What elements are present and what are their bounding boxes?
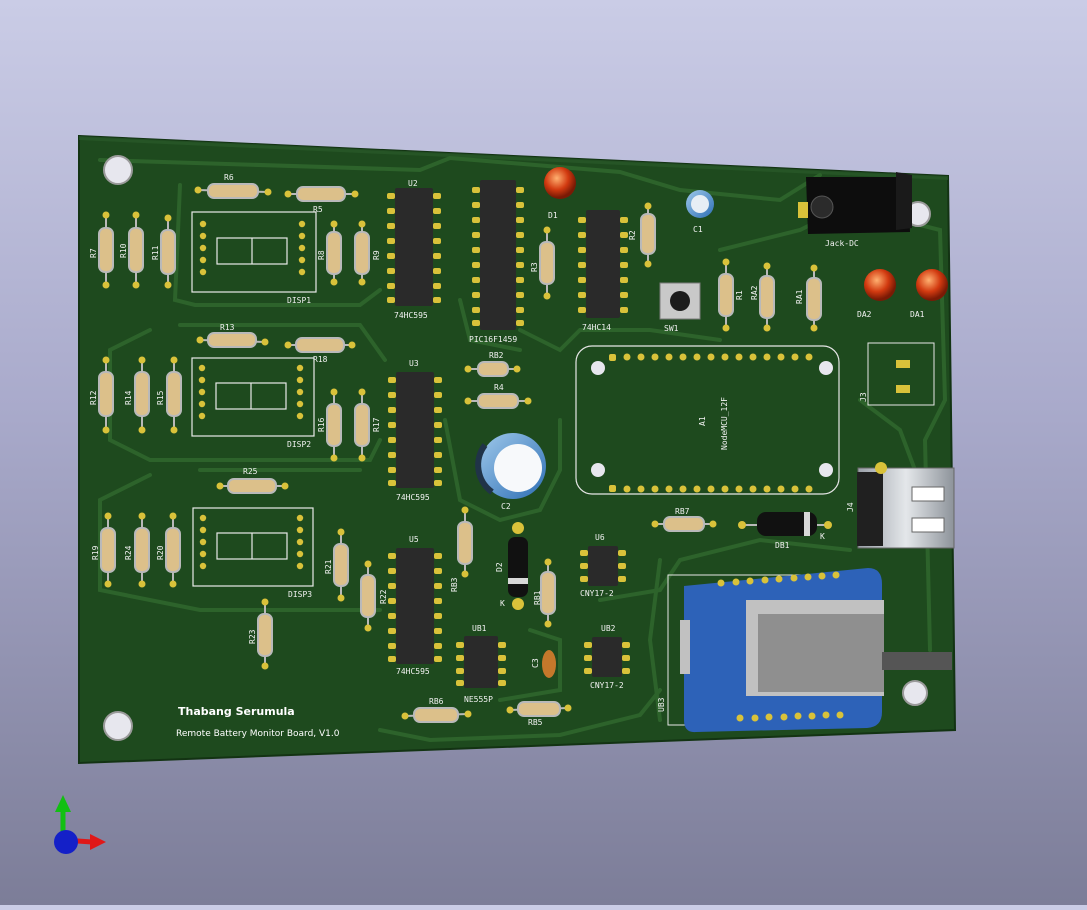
usb-connector-j4 [857, 462, 955, 549]
board-title: Remote Battery Monitor Board, V1.0 [176, 729, 340, 739]
pushbutton-sw1 [659, 282, 701, 320]
label-r6: R6 [224, 173, 234, 182]
ic-pins [387, 187, 630, 686]
label-r1: R1 [735, 290, 744, 300]
label-ra1: RA1 [795, 289, 804, 304]
label-r10: R10 [119, 243, 128, 258]
label-r8: R8 [317, 250, 326, 260]
resistors [98, 183, 822, 723]
dip-ics [395, 180, 622, 688]
label-c3: C3 [531, 658, 540, 668]
label-disp2: DISP2 [287, 440, 311, 449]
label-u2: U2 [408, 179, 418, 188]
leds [544, 167, 948, 301]
label-ub3: UB3 [657, 697, 666, 712]
diode-d2 [508, 522, 528, 610]
label-u3: U3 [409, 359, 419, 368]
capacitor-c3 [542, 650, 556, 678]
label-c2: C2 [501, 502, 511, 511]
label-d1: D1 [548, 211, 558, 220]
resistor-pads [102, 186, 818, 720]
label-r14: R14 [124, 390, 133, 405]
label-u6: U6 [595, 533, 605, 542]
label-r23: R23 [248, 629, 257, 644]
label-db1: DB1 [775, 541, 790, 550]
label-r22: R22 [379, 589, 388, 604]
label-j4: J4 [846, 502, 855, 512]
label-r9: R9 [372, 250, 381, 260]
label-sw1: SW1 [664, 324, 679, 333]
axis-orientation-gizmo [54, 795, 106, 854]
label-jack: Jack-DC [825, 239, 859, 248]
label-d2-k: K [500, 599, 505, 608]
label-a1: A1 [698, 416, 707, 426]
label-r19: R19 [91, 545, 100, 560]
label-r18: R18 [313, 355, 328, 364]
label-ub2: UB2 [601, 624, 616, 633]
capacitor-c2 [475, 433, 546, 499]
board-author: Thabang Serumula [178, 705, 295, 718]
label-nodemcu: NodeMCU_12F [720, 397, 729, 450]
label-u5: U5 [409, 535, 419, 544]
label-r16: R16 [317, 417, 326, 432]
label-rb3: RB3 [450, 577, 459, 592]
capacitor-c1 [686, 190, 714, 218]
label-u4-value: PIC16F1459 [469, 335, 517, 344]
label-ra2: RA2 [750, 285, 759, 300]
display-pins [198, 220, 306, 570]
label-r3: R3 [530, 262, 539, 272]
label-r5: R5 [313, 205, 323, 214]
label-rb5: RB5 [528, 718, 543, 727]
label-r2: R2 [628, 230, 637, 240]
label-disp1: DISP1 [287, 296, 311, 305]
label-u1-value: 74HC14 [582, 323, 611, 332]
dc-jack [798, 172, 912, 234]
label-u6-value: CNY17-2 [580, 589, 614, 598]
label-r4: R4 [494, 383, 504, 392]
label-ub1: UB1 [472, 624, 487, 633]
nodemcu-module [575, 345, 840, 495]
label-r24: R24 [124, 545, 133, 560]
label-r7: R7 [89, 248, 98, 258]
label-disp3: DISP3 [288, 590, 312, 599]
label-rb1: RB1 [533, 590, 542, 605]
label-r20: R20 [156, 545, 165, 560]
label-rb2: RB2 [489, 351, 504, 360]
label-da1: DA1 [910, 310, 925, 319]
label-u3-value: 74HC595 [396, 493, 430, 502]
label-ub2-value: CNY17-2 [590, 681, 624, 690]
label-d2: D2 [495, 562, 504, 572]
label-r13: R13 [220, 323, 235, 332]
label-r11: R11 [151, 245, 160, 260]
label-r15: R15 [156, 390, 165, 405]
label-u2-value: 74HC595 [394, 311, 428, 320]
label-rb6: RB6 [429, 697, 444, 706]
label-j3: J3 [859, 392, 868, 402]
label-r12: R12 [89, 390, 98, 405]
label-r25: R25 [243, 467, 258, 476]
label-c1: C1 [693, 225, 703, 234]
connector-j3 [867, 342, 935, 406]
silkscreen-labels: R6 R5 R7 R10 R11 R8 R9 R13 R18 R12 R14 R… [89, 173, 925, 739]
label-u5-value: 74HC595 [396, 667, 430, 676]
label-da2: DA2 [857, 310, 872, 319]
label-ub1-value: NE555P [464, 695, 493, 704]
label-r21: R21 [324, 559, 333, 574]
seven-seg-display-footprints [191, 211, 317, 587]
label-db1-k: K [820, 532, 825, 541]
label-r17: R17 [372, 417, 381, 432]
diode-db1 [738, 512, 832, 536]
wemos-module-ub3 [667, 568, 952, 733]
label-rb7: RB7 [675, 507, 690, 516]
